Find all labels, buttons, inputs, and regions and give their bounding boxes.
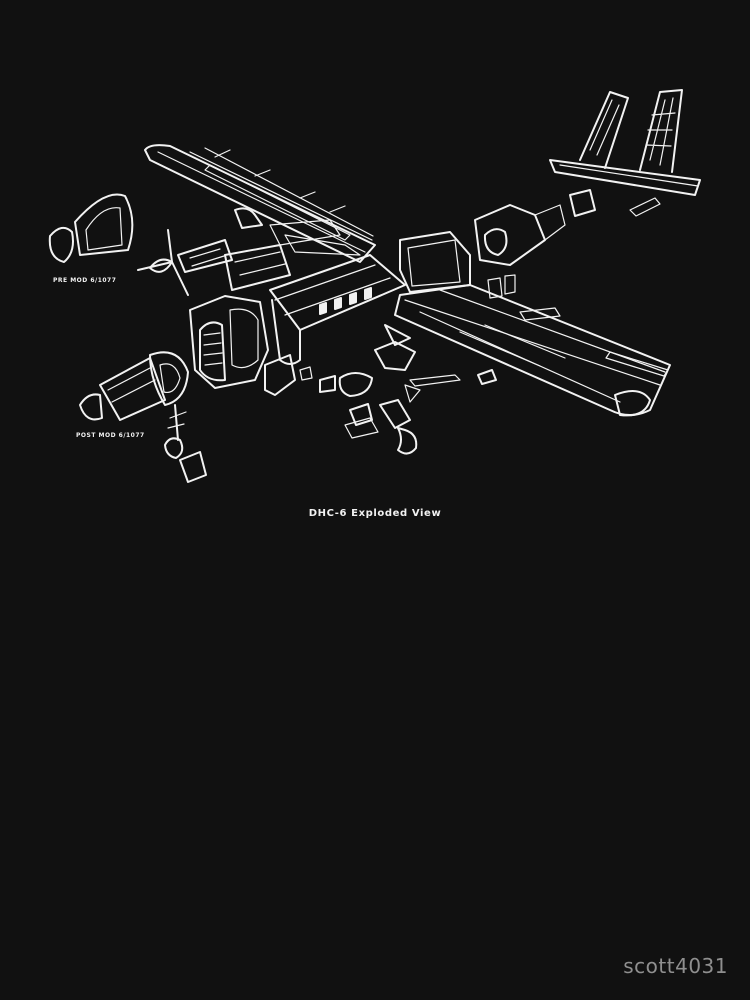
illustration-caption: DHC-6 Exploded View xyxy=(308,508,442,519)
fuselage xyxy=(269,204,566,365)
spinner-post-mod xyxy=(79,351,189,421)
pre-mod-label: PRE MOD 6/1077 xyxy=(53,277,117,284)
propeller-upper xyxy=(137,207,361,296)
spinner-pre-mod xyxy=(48,193,134,263)
right-wing xyxy=(394,284,671,417)
artist-signature: scott4031 xyxy=(623,954,728,978)
exploded-aircraft-drawing xyxy=(48,89,701,483)
tail-assembly xyxy=(549,89,701,217)
small-parts xyxy=(299,324,497,455)
post-mod-label: POST MOD 6/1077 xyxy=(76,432,145,439)
landing-gear-left xyxy=(164,404,207,483)
engine-nacelle xyxy=(189,295,296,396)
